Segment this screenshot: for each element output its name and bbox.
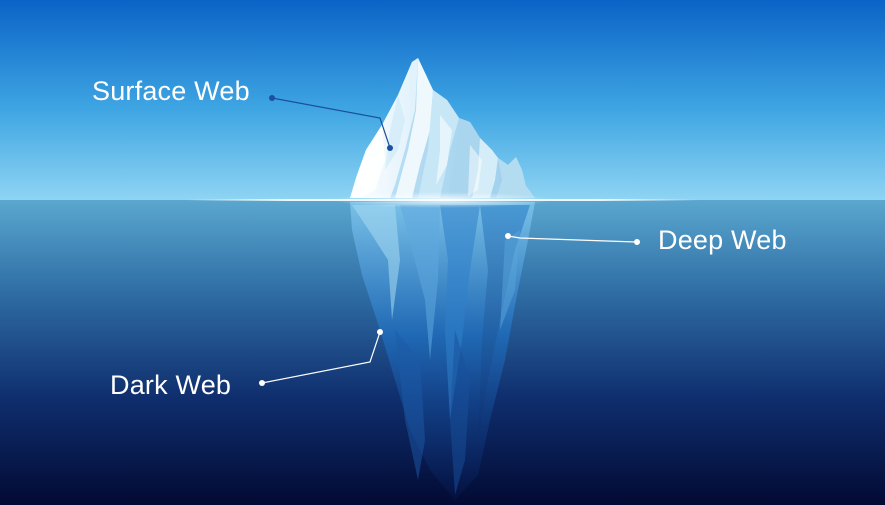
- waterline: [185, 199, 700, 201]
- dark-web-label: Dark Web: [110, 370, 231, 401]
- surface-web-label: Surface Web: [92, 76, 250, 107]
- deep-web-label: Deep Web: [658, 225, 787, 256]
